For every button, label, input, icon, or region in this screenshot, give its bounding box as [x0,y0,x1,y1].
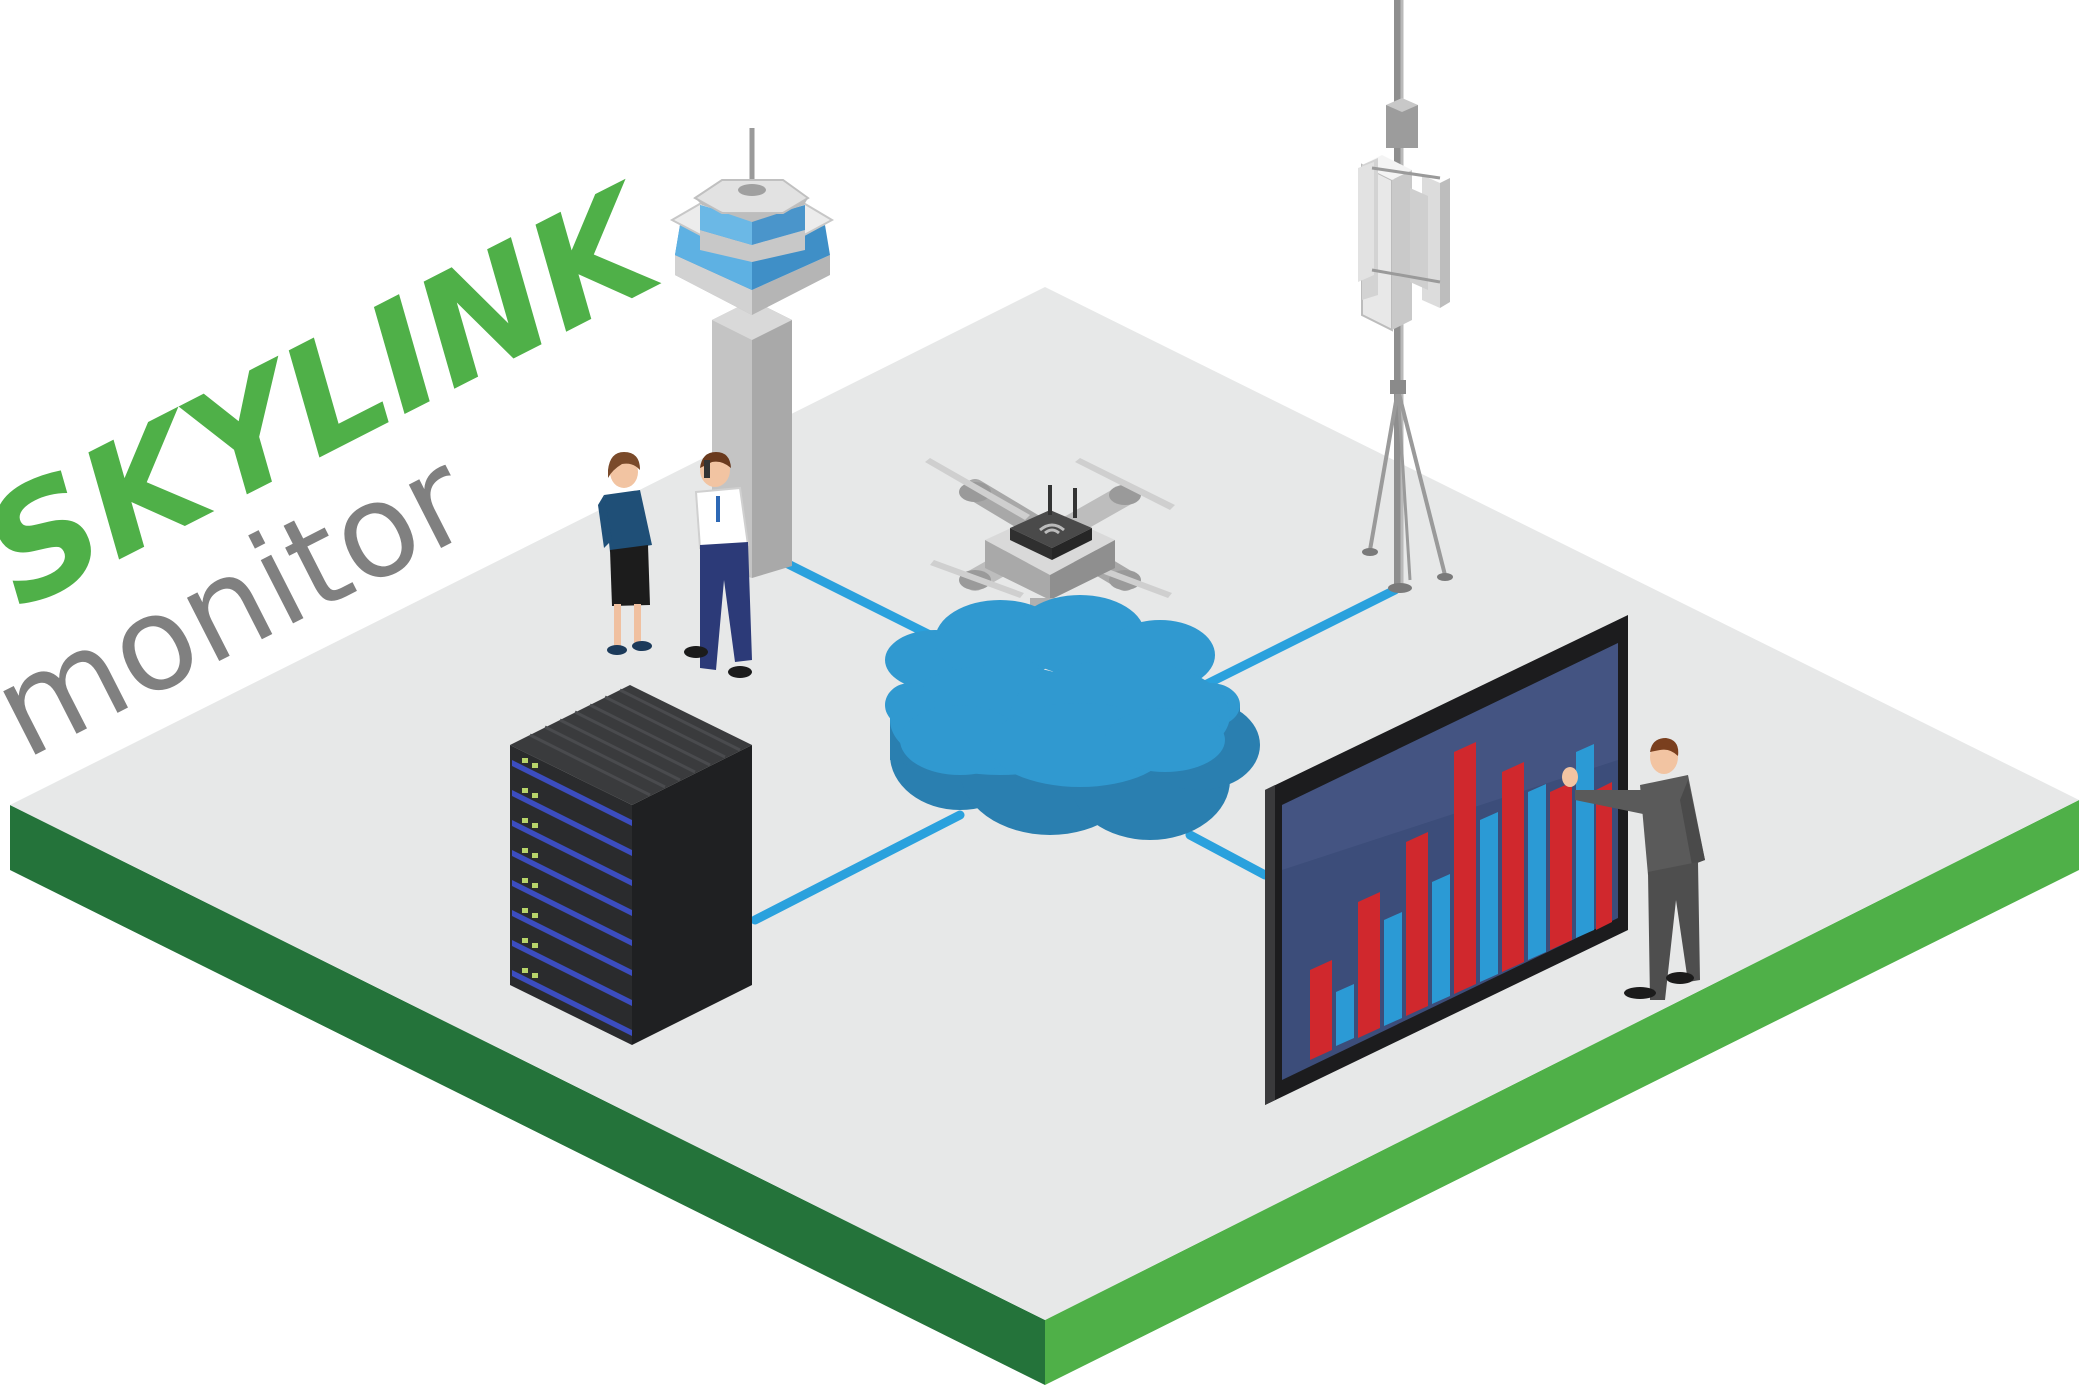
control-tower-icon [669,128,835,578]
display-screen-icon [1265,615,1628,1105]
person-icon [598,452,752,678]
network-links [750,555,1400,925]
server-rack-icon [510,685,752,1045]
link-screen-cloud [1185,830,1270,880]
chart-bar [1336,984,1354,1046]
platform-left-side [10,805,1045,1385]
chart-bar [1310,960,1332,1060]
chart-bar [1596,782,1612,930]
platform [10,287,2079,1385]
chart-bar [1528,784,1546,960]
chart-bar [1550,782,1572,950]
chart-bar [1358,892,1380,1038]
server-units [512,758,632,1036]
chart-bar [1502,762,1524,972]
link-server-cloud [750,810,965,925]
chart-bar [1406,832,1428,1016]
link-antenna-cloud [1190,585,1400,695]
chart-bar [1432,874,1450,1004]
chart-bar [1454,742,1476,994]
link-tower-cloud [775,555,935,640]
chart-bar [1576,744,1594,938]
chart-bar [1480,812,1498,982]
drone-icon [925,458,1175,641]
cell-tower-icon [1358,0,1453,593]
person-icon [1562,738,1705,1000]
cloud-icon [885,595,1260,840]
platform-right-side [1045,800,2079,1385]
chart-bar [1384,912,1402,1026]
